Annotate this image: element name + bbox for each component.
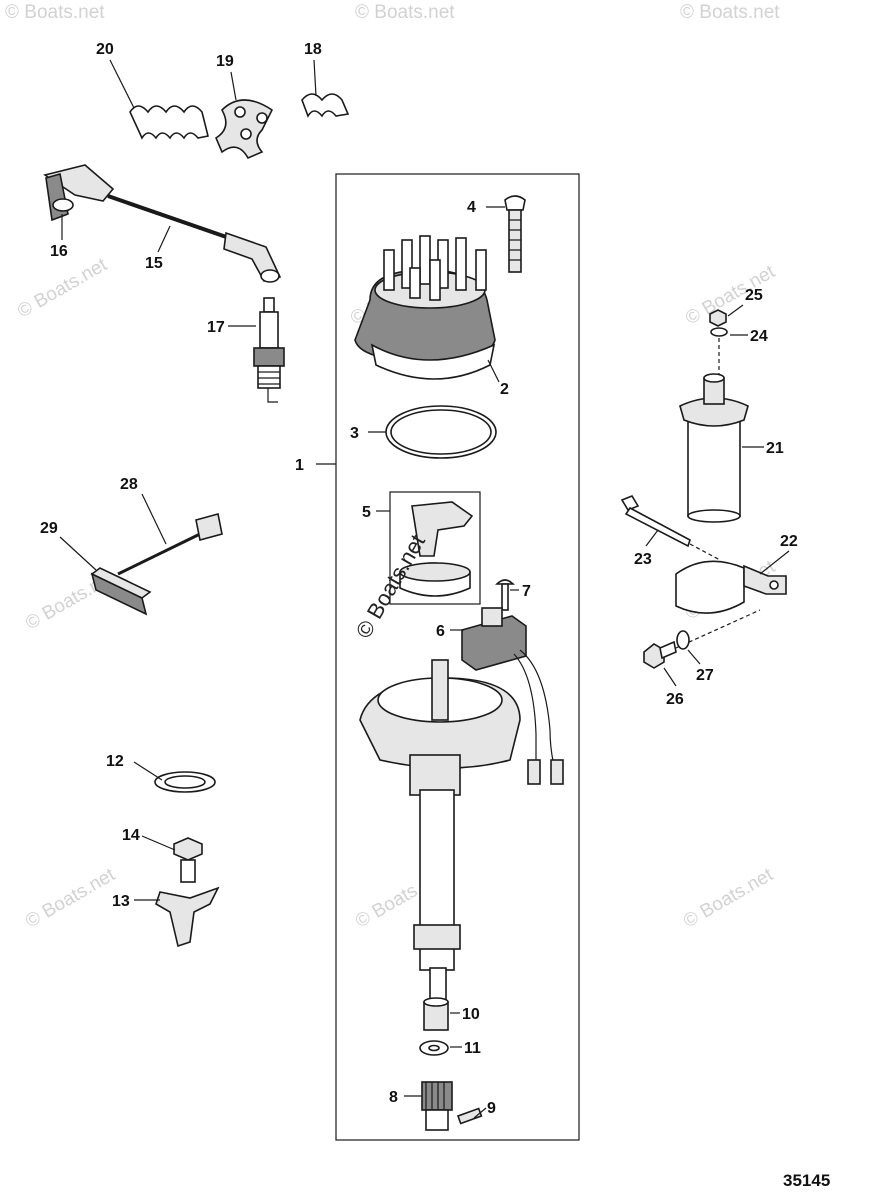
callout-17: 17: [207, 319, 225, 336]
leader-lines: [59, 59, 790, 1119]
spark-plug-wire: [43, 164, 282, 283]
callout-11: 11: [464, 1040, 481, 1057]
watermark: © Boats.net: [22, 864, 119, 932]
callout-19: 19: [216, 53, 234, 70]
bracket-screw: [620, 495, 691, 548]
ground-strap: [117, 513, 223, 576]
distributor-cap: [354, 235, 496, 380]
callout-2: 2: [500, 381, 509, 398]
watermarks: © Boats.net © Boats.net © Boats.net © Bo…: [5, 2, 780, 932]
callout-24: 24: [750, 328, 768, 345]
callout-21: 21: [766, 440, 784, 457]
callout-3: 3: [350, 425, 359, 442]
drive-gear: [421, 1081, 453, 1131]
callout-15: 15: [145, 255, 163, 272]
distributor-housing: [359, 659, 521, 1003]
callout-9: 9: [487, 1100, 496, 1117]
wire-separator: [90, 567, 152, 616]
module-screw: [495, 579, 515, 611]
rotor-set-box: [389, 491, 481, 605]
rotor-set: [399, 501, 474, 597]
watermark: © Boats.net: [682, 261, 779, 329]
ignition-coil: [679, 373, 749, 523]
watermark: © Boats.net: [14, 254, 111, 322]
callout-23: 23: [634, 551, 652, 568]
callout-6: 6: [436, 623, 445, 640]
distributor-assembly-frame: [335, 173, 580, 1141]
bushing: [423, 997, 449, 1031]
bracket-washer: [676, 630, 690, 650]
alignment-line: [675, 609, 761, 649]
figure-number: 35145: [783, 1171, 830, 1190]
watermark: © Boats.net: [355, 2, 455, 23]
callout-18: 18: [304, 41, 322, 58]
callout-12: 12: [106, 753, 124, 770]
callout-7: 7: [522, 583, 531, 600]
callout-5: 5: [362, 504, 371, 521]
callout-8: 8: [389, 1089, 398, 1106]
callout-16: 16: [50, 243, 68, 260]
cap-seal-ring: [385, 405, 497, 459]
callout-1: 1: [295, 457, 304, 474]
washer: [419, 1040, 449, 1056]
callout-27: 27: [696, 667, 714, 684]
base-gasket: [154, 771, 216, 793]
alignment-line: [689, 543, 721, 561]
ignition-module: [461, 607, 564, 785]
callouts: 1 2 3 4 5 6 7 8 9 10 11 12 13 14 15 16 1…: [40, 41, 798, 1117]
callout-20: 20: [96, 41, 114, 58]
watermark: © Boats.net: [680, 864, 777, 932]
nut: [709, 309, 727, 327]
wire-retainer-3: [214, 99, 274, 160]
watermark: © Boats.net: [680, 2, 780, 23]
bracket-bolt: [643, 640, 677, 669]
callout-14: 14: [122, 827, 140, 844]
roll-pin: [456, 1107, 483, 1125]
wire-retainer-2: [301, 93, 350, 118]
callout-25: 25: [745, 287, 763, 304]
coil-bracket: [675, 560, 787, 614]
wire-retainer-4: [129, 105, 209, 140]
callout-10: 10: [462, 1006, 480, 1023]
callout-4: 4: [467, 199, 476, 216]
callout-29: 29: [40, 520, 58, 537]
spark-plug: [253, 297, 285, 403]
callout-22: 22: [780, 533, 798, 550]
cap-screw: [504, 195, 526, 273]
callout-28: 28: [120, 476, 138, 493]
hold-down-clamp: [155, 886, 220, 948]
callout-26: 26: [666, 691, 684, 708]
lock-washer: [710, 327, 728, 337]
watermark: © Boats.net: [5, 2, 105, 23]
clamp-bolt: [173, 837, 203, 883]
callout-13: 13: [112, 893, 130, 910]
